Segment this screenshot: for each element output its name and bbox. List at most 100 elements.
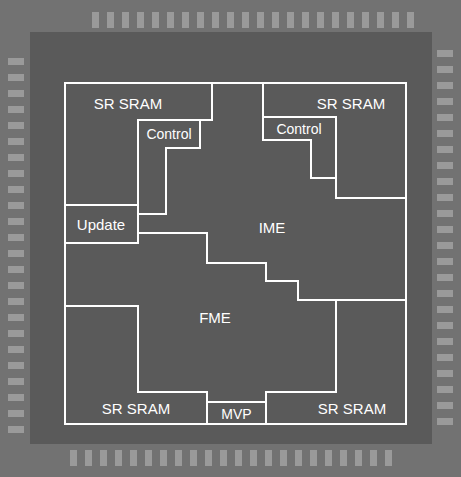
block-label: SR SRAM: [102, 401, 170, 416]
bond-pad: [437, 194, 453, 201]
bond-pad: [242, 12, 249, 28]
block-border: [266, 300, 406, 424]
bond-pad: [205, 450, 212, 466]
bond-pad: [437, 290, 453, 297]
bond-pad: [437, 322, 453, 329]
bond-pad: [362, 12, 369, 28]
bond-pad: [437, 114, 453, 121]
floorplan-block: SR SRAM: [266, 300, 406, 424]
floorplan-block: FME: [65, 233, 336, 402]
bond-pad: [8, 250, 24, 257]
bond-pad: [332, 12, 339, 28]
block-border: [138, 120, 200, 214]
bond-pad: [392, 12, 399, 28]
bond-pad: [437, 82, 453, 89]
bond-pad: [8, 282, 24, 289]
bond-pad: [8, 314, 24, 321]
bond-pad: [70, 450, 77, 466]
bond-pad: [8, 106, 24, 113]
bond-pad: [325, 450, 332, 466]
bond-pad: [317, 12, 324, 28]
bond-pad: [220, 450, 227, 466]
block-label: SR SRAM: [317, 96, 385, 111]
bond-pad: [212, 12, 219, 28]
bond-pad: [8, 122, 24, 129]
bond-pad: [137, 12, 144, 28]
bond-pad: [160, 450, 167, 466]
block-label: Update: [77, 217, 125, 232]
block-border: [263, 117, 336, 178]
bond-pad: [100, 450, 107, 466]
bond-pad: [437, 354, 453, 361]
floorplan-block: IME: [138, 83, 406, 300]
bond-pad: [235, 450, 242, 466]
bond-pad: [8, 266, 24, 273]
bond-pad: [437, 418, 453, 425]
bond-pad: [437, 210, 453, 217]
bond-pad: [437, 130, 453, 137]
block-border: [65, 233, 336, 402]
bond-pads: [8, 12, 453, 466]
bond-pad: [8, 90, 24, 97]
bond-pad: [272, 12, 279, 28]
floorplan-block: Update: [65, 205, 138, 243]
block-label: Control: [146, 127, 191, 141]
bond-pad: [302, 12, 309, 28]
bond-pad: [227, 12, 234, 28]
bond-pad: [407, 12, 414, 28]
bond-pad: [437, 306, 453, 313]
block-label: FME: [199, 310, 231, 325]
bond-pad: [250, 450, 257, 466]
block-label: SR SRAM: [94, 96, 162, 111]
bond-pad: [8, 218, 24, 225]
bond-pad: [8, 378, 24, 385]
bond-pad: [8, 58, 24, 65]
bond-pad: [437, 242, 453, 249]
bond-pad: [437, 370, 453, 377]
bond-pad: [122, 12, 129, 28]
bond-pad: [197, 12, 204, 28]
bond-pad: [370, 450, 377, 466]
floorplan-block: Control: [138, 120, 200, 214]
bond-pad: [107, 12, 114, 28]
bond-pad: [280, 450, 287, 466]
bond-pad: [8, 362, 24, 369]
bond-pad: [167, 12, 174, 28]
die-core: [30, 32, 432, 444]
bond-pad: [8, 170, 24, 177]
block-border: [138, 83, 406, 300]
floorplan-block: MVP: [207, 402, 266, 424]
bond-pad: [8, 186, 24, 193]
bond-pad: [437, 258, 453, 265]
bond-pad: [377, 12, 384, 28]
bond-pad: [437, 226, 453, 233]
bond-pad: [175, 450, 182, 466]
bond-pad: [340, 450, 347, 466]
bond-pad: [8, 74, 24, 81]
bond-pad: [8, 410, 24, 417]
bond-pad: [437, 178, 453, 185]
block-border: [207, 402, 266, 424]
floorplan-block: SR SRAM: [65, 306, 207, 424]
bond-pad: [347, 12, 354, 28]
bond-pad: [437, 50, 453, 57]
bond-pad: [8, 394, 24, 401]
bond-pad: [152, 12, 159, 28]
block-label: MVP: [221, 407, 251, 421]
bond-pad: [355, 450, 362, 466]
bond-pad: [385, 450, 392, 466]
block-label: SR SRAM: [318, 401, 386, 416]
bond-pad: [8, 154, 24, 161]
bond-pad: [115, 450, 122, 466]
bond-pad: [310, 450, 317, 466]
bond-pad: [145, 450, 152, 466]
block-label: IME: [259, 220, 286, 235]
bond-pad: [437, 338, 453, 345]
block-outline: [138, 83, 406, 300]
bond-pad: [190, 450, 197, 466]
bond-pad: [8, 138, 24, 145]
block-label: Control: [276, 122, 321, 136]
bond-pad: [8, 202, 24, 209]
